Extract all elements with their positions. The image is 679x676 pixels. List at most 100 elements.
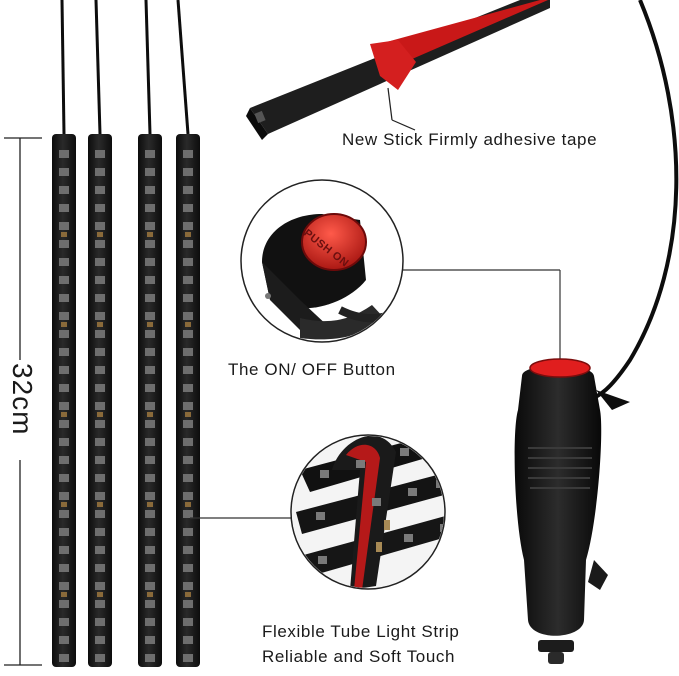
led-chip — [95, 636, 105, 644]
led-chip — [183, 276, 193, 284]
led-chip — [145, 330, 155, 338]
led-chip — [145, 294, 155, 302]
led-chip — [59, 510, 69, 518]
led-chip — [95, 222, 105, 230]
led-chip — [183, 330, 193, 338]
led-chip — [183, 402, 193, 410]
led-chip — [183, 204, 193, 212]
led-chip — [59, 204, 69, 212]
led-chip — [95, 600, 105, 608]
resistor — [147, 322, 153, 327]
led-chip — [59, 294, 69, 302]
led-chip — [59, 618, 69, 626]
led-chip — [95, 438, 105, 446]
soft-touch-caption: Reliable and Soft Touch — [262, 647, 456, 666]
led-chip — [183, 384, 193, 392]
resistor — [97, 232, 103, 237]
adhesive-tape-caption: New Stick Firmly adhesive tape — [342, 130, 598, 149]
led-chip — [145, 348, 155, 356]
resistor — [147, 592, 153, 597]
led-chip — [183, 456, 193, 464]
led-chip — [59, 366, 69, 374]
led-chip — [59, 222, 69, 230]
resistor — [61, 322, 67, 327]
led-chip — [59, 528, 69, 536]
resistor — [97, 592, 103, 597]
led-chip — [145, 654, 155, 662]
led-chip — [95, 150, 105, 158]
led-chip — [145, 474, 155, 482]
led-chip — [95, 240, 105, 248]
led-chip — [59, 240, 69, 248]
led-chip — [145, 438, 155, 446]
led-chip — [183, 222, 193, 230]
led-strip — [138, 134, 162, 667]
led-chip — [145, 366, 155, 374]
led-chip — [183, 240, 193, 248]
strip-closeup — [290, 434, 446, 590]
led-chip — [145, 186, 155, 194]
resistor — [185, 502, 191, 507]
led-chip — [59, 564, 69, 572]
led-chip — [145, 492, 155, 500]
led-chip — [59, 258, 69, 266]
led-chip — [59, 348, 69, 356]
led-chip — [95, 582, 105, 590]
led-chip — [59, 312, 69, 320]
adhesive-tape-clip — [246, 0, 550, 140]
led-chip — [95, 366, 105, 374]
led-chip — [183, 366, 193, 374]
led-chip — [95, 420, 105, 428]
led-chip — [183, 150, 193, 158]
led-chip — [183, 258, 193, 266]
led-chip — [95, 330, 105, 338]
resistor — [185, 232, 191, 237]
strip-wire — [144, 0, 152, 135]
resistor — [61, 412, 67, 417]
led-chip — [145, 402, 155, 410]
resistor — [147, 412, 153, 417]
led-chip — [183, 546, 193, 554]
led-chip — [59, 492, 69, 500]
resistor — [97, 412, 103, 417]
led-chip — [95, 474, 105, 482]
led-chip — [145, 564, 155, 572]
resistor — [147, 502, 153, 507]
led-chip — [59, 384, 69, 392]
length-label: 32cm — [7, 363, 38, 436]
led-chip — [59, 546, 69, 554]
led-chip — [95, 528, 105, 536]
led-chip — [95, 294, 105, 302]
led-chip — [183, 528, 193, 536]
led-chip — [59, 402, 69, 410]
button-closeup — [240, 179, 404, 343]
led-chip — [59, 582, 69, 590]
led-chip — [145, 456, 155, 464]
led-chip — [95, 204, 105, 212]
led-chip — [95, 546, 105, 554]
led-chip — [183, 348, 193, 356]
led-chip — [145, 510, 155, 518]
led-chip — [183, 420, 193, 428]
resistor — [185, 322, 191, 327]
led-chip — [183, 186, 193, 194]
resistor — [61, 592, 67, 597]
led-chip — [95, 168, 105, 176]
led-chip — [95, 618, 105, 626]
resistor — [61, 502, 67, 507]
led-strips — [52, 0, 200, 667]
led-chip — [59, 150, 69, 158]
led-chip — [145, 546, 155, 554]
led-chip — [183, 168, 193, 176]
led-chip — [183, 618, 193, 626]
dimension-indicator — [4, 137, 42, 666]
led-chip — [183, 600, 193, 608]
led-chip — [59, 600, 69, 608]
led-chip — [95, 402, 105, 410]
led-chip — [145, 240, 155, 248]
car-plug — [514, 358, 630, 664]
led-strip — [88, 134, 112, 667]
led-chip — [145, 618, 155, 626]
